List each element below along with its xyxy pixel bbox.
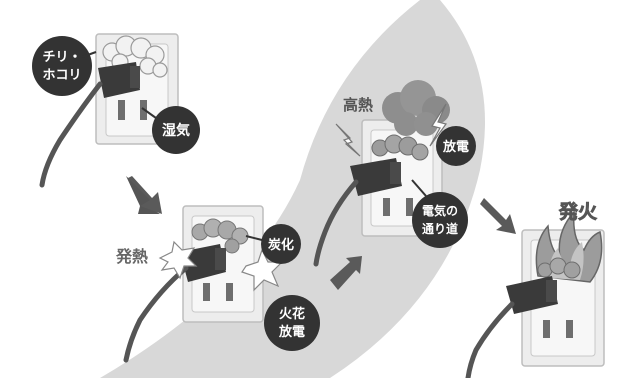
outlet-slot-left: [203, 283, 210, 301]
dust-pointer: [81, 51, 97, 58]
discharge-label: 放電: [442, 139, 469, 155]
carbon-cloud: [537, 257, 581, 279]
dust-badge: [32, 36, 92, 96]
plug-cord: [123, 265, 189, 363]
arrow-1-head: [128, 176, 162, 214]
spark-burst-icon: [241, 248, 284, 292]
electric-path-label-1: 電気の: [422, 203, 458, 218]
carbonization-label: 炭化: [268, 237, 294, 253]
stage-3-outlet: 高熱 放電 電気の 通り道: [313, 80, 476, 267]
discharge-badge: [436, 126, 476, 166]
smoke-cloud-icon: [382, 80, 450, 136]
heat-generation-label: 発熱: [115, 247, 148, 266]
dust-label-2: ホコリ: [42, 68, 81, 83]
spark-label-1: 火花: [279, 306, 305, 322]
plug-body: [180, 244, 226, 282]
carbonization-badge: [261, 224, 301, 264]
outlet-slot-left: [118, 100, 125, 120]
stage-2-outlet: 発熱 炭化 火花 放電: [115, 205, 320, 363]
plug-body: [506, 276, 558, 314]
stage-1-outlet: チリ・ ホコリ 湿気: [32, 33, 200, 188]
outlet-slot-right: [406, 198, 413, 216]
arrow-3: [480, 198, 516, 234]
outlet-slot-left: [383, 198, 390, 216]
outlet-slot-right: [566, 320, 573, 338]
arrow-1: [126, 176, 160, 214]
plug-body: [98, 62, 140, 98]
plug-cord: [39, 81, 103, 188]
carbonization-pointer: [245, 235, 263, 241]
carbon-cloud: [371, 134, 429, 161]
plug-head: [546, 280, 557, 302]
stage-4-outlet: 発火: [465, 200, 605, 378]
plug-cord: [313, 179, 359, 267]
electric-path-pointer: [411, 179, 427, 197]
plug-head: [130, 66, 140, 88]
lightning-icon: [335, 123, 361, 157]
plug-head: [215, 248, 226, 270]
moisture-badge: [152, 106, 200, 154]
outlet-slot-right: [226, 283, 233, 301]
spark-label-2: 放電: [278, 324, 305, 340]
outlet-slot-left: [543, 320, 550, 338]
plug-body: [350, 158, 402, 196]
arrow-2: [330, 256, 362, 290]
carbon-cloud: [191, 218, 249, 254]
dust-cloud: [102, 35, 168, 78]
heat-burst-icon: [158, 240, 198, 280]
high-heat-label: 高熱: [343, 96, 373, 114]
spark-badge: [264, 295, 320, 351]
moisture-label: 湿気: [162, 122, 190, 139]
electric-path-badge: [412, 192, 468, 248]
dust-label-1: チリ・: [42, 50, 81, 65]
plug-head: [390, 162, 401, 184]
electric-path-label-2: 通り道: [422, 221, 458, 236]
lightning-icon: [429, 103, 448, 147]
moisture-pointer: [141, 107, 157, 119]
ignition-label: 発火: [558, 200, 598, 223]
plug-cord: [465, 301, 515, 378]
